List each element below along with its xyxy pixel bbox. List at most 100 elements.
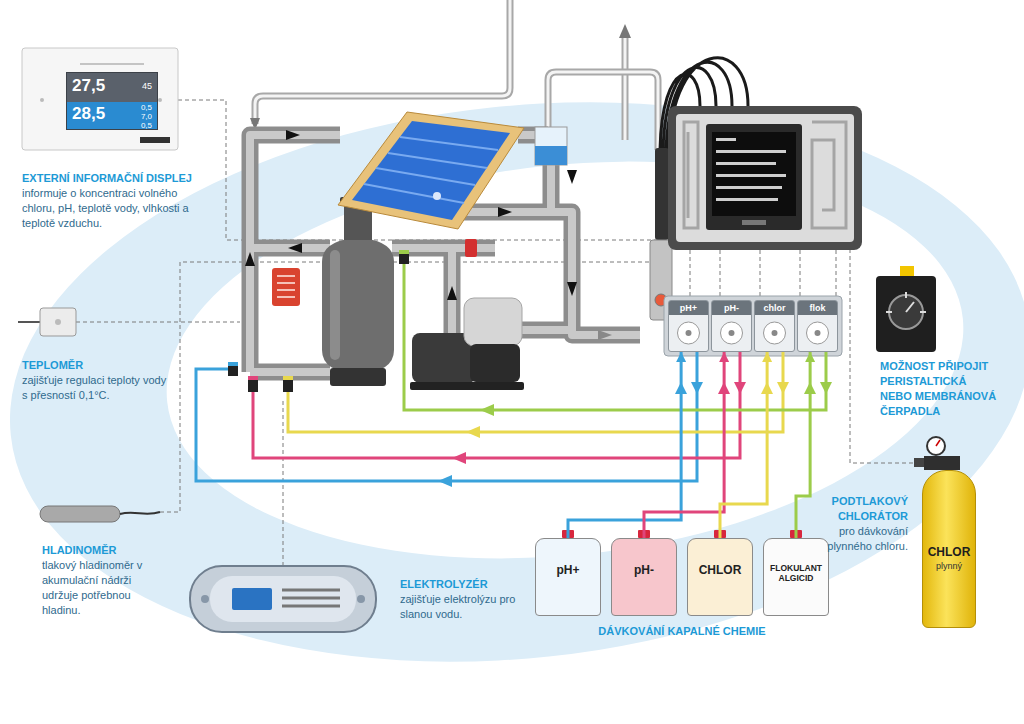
- flow-arrow: [567, 170, 577, 184]
- controller: [650, 58, 862, 320]
- node-label: flok: [798, 301, 837, 315]
- screen-line: [716, 162, 776, 165]
- dosing-arrow: [452, 452, 466, 464]
- heater-ribs: [277, 276, 295, 297]
- node-label: pH+: [669, 301, 708, 315]
- flow-arrow: [245, 252, 255, 266]
- pool-drain: [433, 192, 441, 200]
- chemical-tube: [644, 352, 724, 538]
- dosing-arrow: [820, 382, 832, 394]
- electrolyzer: [190, 566, 376, 632]
- chemical-canister: pH+: [535, 538, 601, 616]
- chemical-tube: [568, 352, 681, 538]
- fitting-cap: [228, 362, 238, 366]
- gauge-needle: [936, 440, 940, 446]
- callout-text: tlakový hladinoměr v akumulační nádrži u…: [42, 558, 146, 618]
- callout-heading: HLADINOMĚR: [42, 543, 182, 558]
- valve: [465, 239, 477, 257]
- gauge: [927, 437, 945, 455]
- filter-base: [330, 368, 386, 386]
- chemical-tube: [720, 352, 767, 538]
- callout-heading: EXTERNÍ INFORMAČNÍ DISPLEJ: [22, 171, 222, 186]
- node-label: pH-: [615, 563, 673, 577]
- level-cable: [120, 512, 160, 514]
- thermometer-wire: [76, 322, 240, 323]
- heater-body: [272, 268, 300, 306]
- controller-logo: [742, 220, 766, 225]
- dosing-pump: chlor: [754, 300, 795, 352]
- flow-arrow: [288, 243, 302, 253]
- tank-body: [535, 127, 567, 165]
- dosing-pump: pH+: [668, 300, 709, 352]
- pump-base: [410, 382, 524, 390]
- chemical-canister: pH-: [611, 538, 677, 616]
- callout-heading: MOŽNOST PŘIPOJIT PERISTALTICKÁ NEBO MEMB…: [880, 359, 998, 419]
- screen-lines: [716, 138, 786, 201]
- dosing-arrow: [438, 475, 452, 487]
- node-label: plynný: [923, 560, 975, 572]
- band-outer: [0, 54, 1024, 710]
- display-value: 27,5: [72, 76, 105, 96]
- fitting: [248, 376, 258, 392]
- node-label: pH+: [539, 563, 597, 577]
- dosing-line: [404, 264, 826, 410]
- node-label: chlor: [755, 301, 794, 315]
- dosing-line: [288, 352, 783, 432]
- fill-pipe-core: [255, 0, 510, 124]
- display-value: 28,5: [72, 104, 105, 124]
- chemical-canister: CHLOR: [687, 538, 753, 616]
- callout-heading: DÁVKOVÁNÍ KAPALNÉ CHEMIE: [562, 624, 802, 639]
- electrolyzer-body: [190, 566, 376, 632]
- display-screen: 27,54528,50,57,00,5: [66, 72, 158, 130]
- rotor: [721, 322, 743, 344]
- rotor-hub: [772, 330, 778, 336]
- callout-heading: ELEKTROLYZÉR: [400, 577, 550, 592]
- electrolyzer-inner: [210, 576, 356, 622]
- level-wire: [160, 262, 668, 512]
- sensor-wires: [76, 100, 920, 566]
- flow-arrow: [498, 207, 512, 217]
- screw: [40, 98, 44, 102]
- cylinder-valve: [914, 437, 960, 470]
- electrodes: [282, 590, 340, 606]
- probe: [655, 148, 669, 240]
- bolt: [357, 595, 365, 603]
- rotor: [807, 322, 829, 344]
- callout-text: informuje o koncentraci volného chloru, …: [22, 186, 212, 231]
- display-line: [80, 63, 144, 65]
- heater: [272, 268, 300, 306]
- pool-lanes: [364, 137, 498, 203]
- node-label: CHLOR: [923, 545, 975, 560]
- level-sensor: [40, 506, 160, 522]
- pump-housing: [470, 344, 520, 382]
- node-label: pH-: [712, 301, 751, 315]
- fill-pipe: [255, 0, 510, 124]
- display-value: 45: [142, 81, 152, 91]
- screen-line: [716, 138, 736, 141]
- rotor: [764, 322, 786, 344]
- screen-line: [716, 174, 786, 177]
- bolt: [201, 595, 209, 603]
- callout-text: pro dávkování plynného chloru.: [824, 524, 908, 554]
- controller-panel: [676, 114, 854, 242]
- pump-module: [664, 296, 842, 356]
- dosing-arrow: [777, 382, 789, 394]
- screen-line: [716, 150, 786, 153]
- callout-heading: PODTLAKOVÝ CHLORÁTOR: [815, 494, 908, 524]
- drain-pipe-core: [624, 34, 627, 140]
- dosing-lines: [196, 264, 826, 481]
- pump-basket: [464, 298, 522, 346]
- dosing-line: [196, 352, 697, 481]
- dosing-pump: pH-: [711, 300, 752, 352]
- level-probe: [40, 506, 120, 522]
- chemical-canister: FLOKULANT ALGICID: [763, 538, 829, 616]
- balance-tank: [535, 127, 567, 165]
- pool-deck: [338, 112, 524, 229]
- screen-frame: [706, 124, 802, 230]
- electrolyzer-label: [232, 588, 272, 610]
- fitting-cap: [248, 376, 258, 380]
- controller-housing: [668, 106, 862, 250]
- flow-arrow: [619, 24, 631, 38]
- peristaltic-pump: [876, 266, 936, 352]
- fitting: [228, 362, 238, 376]
